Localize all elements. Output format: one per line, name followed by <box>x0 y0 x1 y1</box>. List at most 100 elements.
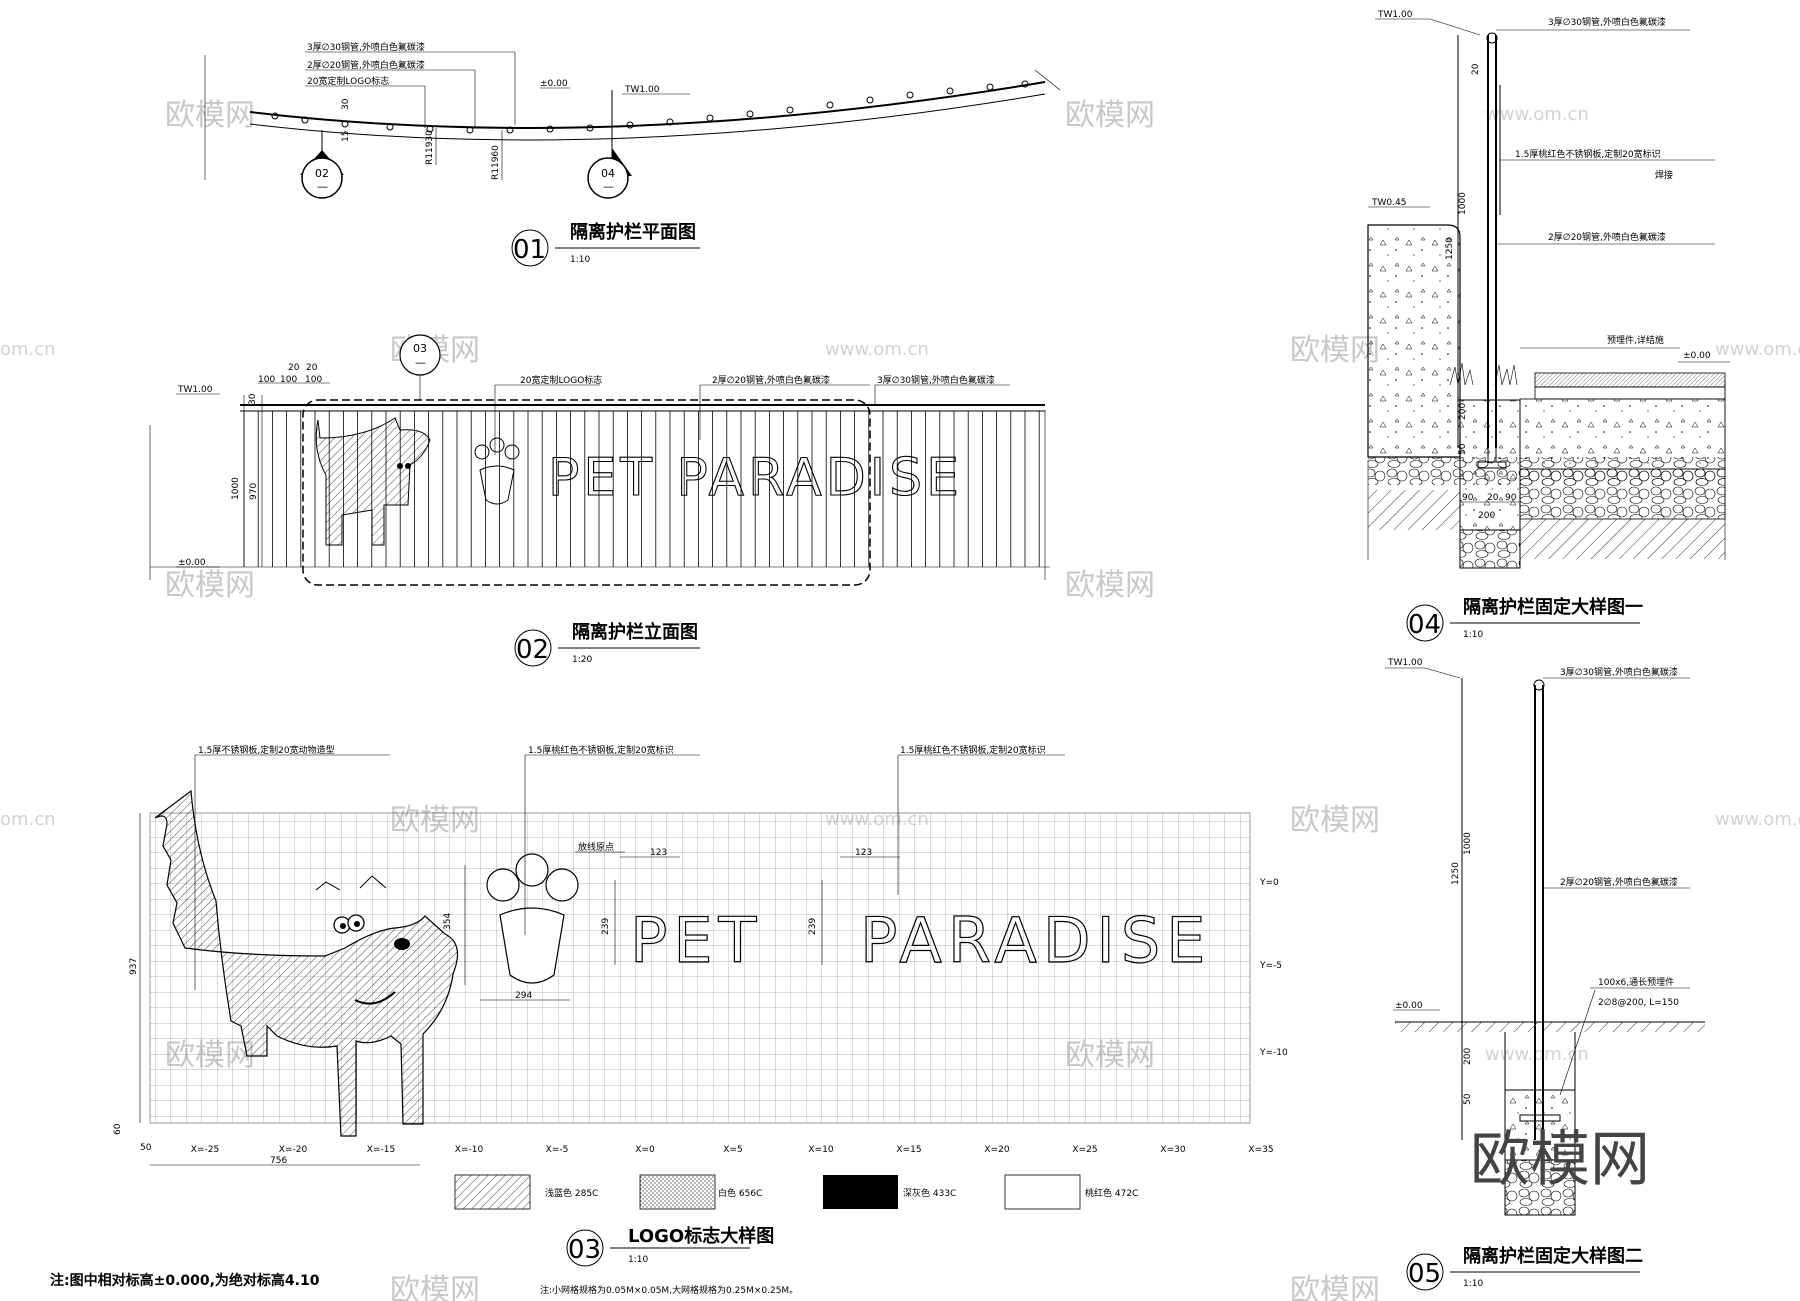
elev-callout: 20宽定制LOGO标志 <box>520 374 602 386</box>
radius-label: R11930 <box>425 130 435 165</box>
watermark-text: 欧模网 <box>1290 333 1380 368</box>
elev-dim: 970 <box>249 483 259 500</box>
x-axis-label: X=-15 <box>367 1145 395 1155</box>
logo-callout: 1.5厚桃红色不锈钢板,定制20宽标识 <box>900 744 1046 756</box>
legend-swatch-light-blue <box>454 1174 531 1210</box>
diagram-scale: 1:10 <box>628 1255 648 1265</box>
elev-callout: 3厚∅30钢管,外喷白色氟碳漆 <box>877 374 995 386</box>
detail-callout: 1.5厚桃红色不锈钢板,定制20宽标识 <box>1515 148 1661 160</box>
plan-dim: 15 <box>341 131 351 142</box>
svg-text:756: 756 <box>270 1156 287 1166</box>
elev-dim: 30 <box>248 393 258 405</box>
plan-view-01: 3厚∅30钢管,外喷白色氟碳漆 2厚∅20钢管,外喷白色氟碳漆 20宽定制LOG… <box>204 41 1061 267</box>
top-dims: 100 100 100 20 20 20 <box>258 363 330 385</box>
svg-text:90: 90 <box>1462 493 1474 503</box>
svg-text:60: 60 <box>113 1123 123 1135</box>
diagram-title: 隔离护栏立面图 <box>572 621 698 643</box>
elev-dim: 1000 <box>231 477 241 500</box>
watermark-url: om.cn <box>0 809 56 830</box>
paw-icon-detail <box>486 853 579 984</box>
dog-figure <box>154 789 459 1137</box>
diagram-num: 04 <box>1408 610 1441 640</box>
section-dash: — <box>317 180 328 193</box>
watermark-text: 欧模网 <box>165 98 255 133</box>
diagram-num: 01 <box>513 235 546 265</box>
detail-callout: 2∅8@200, L=150 <box>1598 998 1679 1008</box>
svg-text:20: 20 <box>306 363 318 373</box>
svg-text:桃红色 472C: 桃红色 472C <box>1085 1187 1138 1199</box>
diagram-num: 05 <box>1408 1259 1441 1289</box>
x-axis-label: X=35 <box>1248 1145 1273 1155</box>
diagram-title: 隔离护栏固定大样图二 <box>1463 1245 1643 1267</box>
elevation-view-02: TW1.00 ±0.00 PET PARADISE 100 100 <box>149 334 1050 667</box>
svg-text:239: 239 <box>808 918 818 935</box>
tw-label: TW0.45 <box>1371 198 1406 208</box>
svg-text:Y=-10: Y=-10 <box>1259 1048 1288 1058</box>
diagram-num: 03 <box>568 1235 601 1265</box>
svg-text:123: 123 <box>855 848 872 858</box>
section-num: 03 <box>413 342 427 355</box>
tw-label: TW1.00 <box>624 85 660 95</box>
svg-text:1000: 1000 <box>1463 832 1473 855</box>
watermark-url: om.cn <box>0 339 56 360</box>
tw-label: TW1.00 <box>177 385 213 395</box>
watermark-text: 欧模网 <box>1065 98 1155 133</box>
watermark-url: www.om.cn <box>825 339 929 360</box>
watermark-text: 欧模网 <box>165 568 255 603</box>
legend-swatch-dark-gray <box>823 1175 898 1209</box>
diagram-scale: 1:10 <box>570 255 590 265</box>
diagram-scale: 1:20 <box>572 655 592 665</box>
legend-swatch-white <box>639 1174 716 1210</box>
watermark-text: 欧模网 <box>1290 803 1380 838</box>
svg-text:100: 100 <box>258 375 275 385</box>
diagram-title: LOGO标志大样图 <box>628 1225 774 1247</box>
detail-callout: 2厚∅20钢管,外喷白色氟碳漆 <box>1548 231 1666 243</box>
svg-text:深灰色 433C: 深灰色 433C <box>903 1187 956 1199</box>
paw-icon <box>474 437 520 505</box>
x-axis-label: X=30 <box>1160 1145 1185 1155</box>
svg-text:100: 100 <box>280 375 297 385</box>
elev-label: ±0.00 <box>1683 351 1711 361</box>
svg-text:20: 20 <box>1487 493 1499 503</box>
svg-text:200: 200 <box>1463 1048 1473 1065</box>
x-axis-label: X=5 <box>723 1145 742 1155</box>
legend-swatch-peach <box>1004 1174 1081 1210</box>
section-dash: — <box>603 180 614 193</box>
svg-text:1250: 1250 <box>1445 237 1455 260</box>
logo-detail-03: 354 294 PET PARADISE 239 239 123 123 放线原… <box>113 744 1288 1296</box>
fence-bars <box>243 411 1040 567</box>
watermark-text: 欧模网 <box>1290 1273 1380 1301</box>
logo-panel-outline <box>302 399 871 586</box>
origin-label: 放线原点 <box>578 841 614 853</box>
section-marker-03: 03 — <box>399 334 441 400</box>
svg-text:90: 90 <box>1505 493 1517 503</box>
watermark-text: 欧模网 <box>390 1273 480 1301</box>
x-axis-label: X=-5 <box>546 1145 569 1155</box>
radius-label: R11960 <box>491 145 501 180</box>
detail-callout: 焊接 <box>1655 169 1673 181</box>
svg-text:294: 294 <box>515 991 532 1001</box>
brand-watermark: 欧模网 <box>1470 1125 1650 1195</box>
grid-note: 注:小网格规格为0.05M×0.05M,大网格规格为0.25M×0.25M。 <box>540 1284 798 1296</box>
logo-text-paradise: PARADISE <box>860 904 1211 977</box>
watermark-url: www.om.cn <box>1485 1044 1589 1065</box>
diagram-title: 隔离护栏平面图 <box>570 221 696 243</box>
elev-callout: 2厚∅20钢管,外喷白色氟碳漆 <box>712 374 830 386</box>
svg-text:200: 200 <box>1458 403 1468 420</box>
watermark-url: www.om.cn <box>1715 339 1800 360</box>
watermark-url: www.om.cn <box>1715 809 1800 830</box>
watermark-url: www.om.cn <box>1485 104 1589 125</box>
svg-text:20: 20 <box>288 363 300 373</box>
section-num: 04 <box>601 167 615 180</box>
diagram-scale: 1:10 <box>1463 630 1483 640</box>
elev-label: ±0.00 <box>178 558 206 568</box>
svg-text:白色 656C: 白色 656C <box>718 1187 762 1199</box>
svg-text:200: 200 <box>1478 511 1495 521</box>
diagram-scale: 1:10 <box>1463 1279 1483 1289</box>
x-axis-label: X=-20 <box>279 1145 308 1155</box>
detail-callout: 3厚∅30钢管,外喷白色氟碳漆 <box>1560 666 1678 678</box>
svg-text:1250: 1250 <box>1451 862 1461 885</box>
color-legend: 浅蓝色 285C 白色 656C 深灰色 433C 桃红色 472C <box>454 1174 1138 1210</box>
x-axis-label: X=20 <box>984 1145 1009 1155</box>
elev-label: ±0.00 <box>1395 1001 1423 1011</box>
